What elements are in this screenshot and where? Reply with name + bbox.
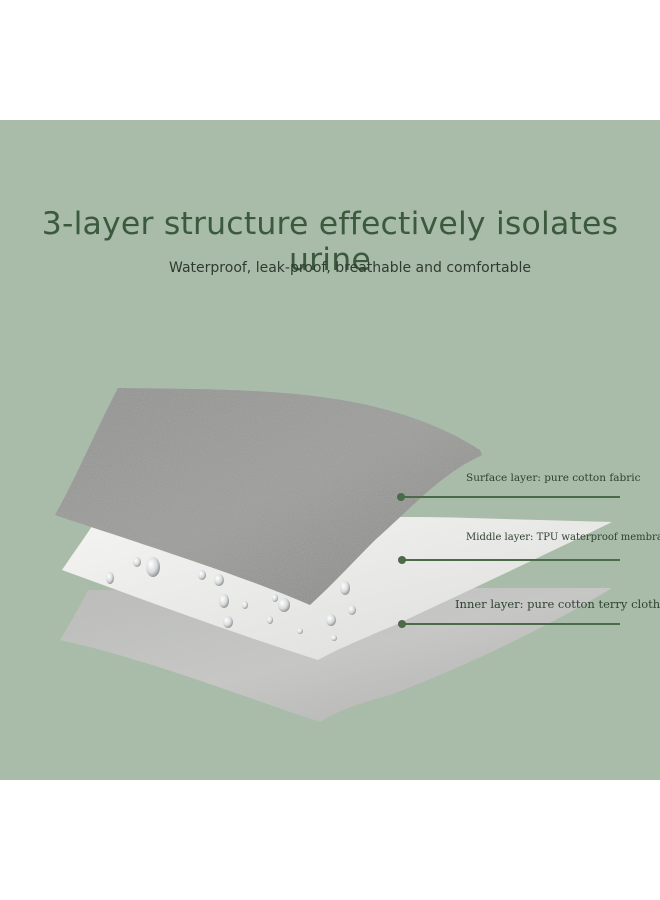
water-droplets <box>106 557 356 641</box>
surface-layer-fabric <box>55 388 482 605</box>
inner-layer-label: Inner layer: pure cotton terry cloth <box>455 597 660 611</box>
headline: 3-layer structure effectively isolates u… <box>41 206 619 278</box>
subheadline: Waterproof, leak-proof, breathable and c… <box>169 260 531 276</box>
layer-illustration <box>55 388 620 722</box>
callout-lines <box>397 493 620 628</box>
middle-layer-label: Middle layer: TPU waterproof membrane <box>466 532 660 543</box>
surface-layer-label: Surface layer: pure cotton fabric <box>466 472 641 484</box>
product-panel: 3-layer structure effectively isolates u… <box>0 120 660 780</box>
inner-layer-fabric <box>60 585 612 722</box>
